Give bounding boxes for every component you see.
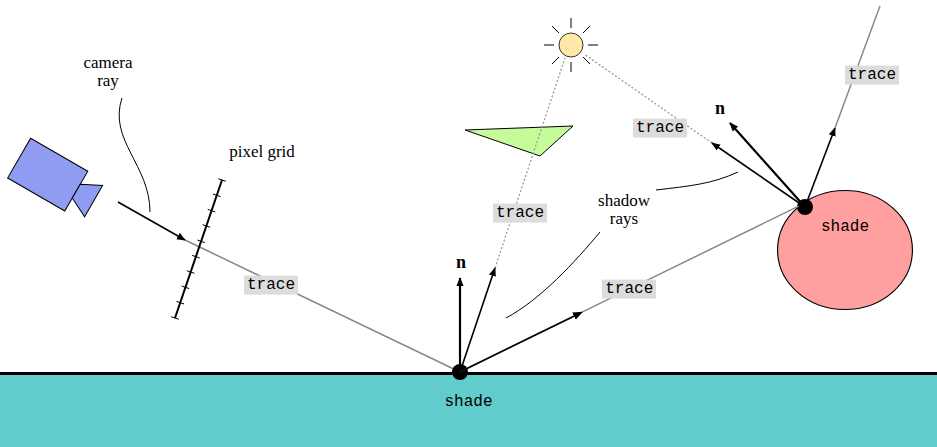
hit-point (797, 199, 813, 215)
shadow-ray-light (584, 54, 712, 143)
pixel-ticks (171, 179, 226, 320)
normal-arrow (459, 278, 461, 372)
function-label: trace (845, 66, 899, 85)
light-source (544, 18, 598, 72)
normal-label: n (456, 253, 466, 272)
ray-arrow-shaft (460, 314, 579, 372)
shadow-ray-blocked (495, 58, 565, 268)
triangle-object (465, 126, 573, 156)
callout-label: pixel grid (229, 143, 295, 161)
camera-ray (118, 202, 185, 240)
shadow-ray-arrow (712, 143, 805, 207)
normal-label: n (715, 99, 725, 118)
leader-line (506, 232, 600, 318)
ground-plane: shade (0, 372, 937, 447)
function-label: trace (602, 280, 656, 299)
camera (8, 138, 105, 221)
leader-line (119, 98, 150, 212)
primary-ray (185, 240, 460, 372)
callout-label: shadow rays (593, 192, 655, 228)
pixel-grid (175, 180, 222, 318)
callout-label: camera ray (77, 54, 139, 90)
function-label: trace (633, 119, 687, 138)
function-label: trace (493, 204, 547, 223)
reflected-ray-arrow (805, 128, 835, 207)
function-label: trace (244, 276, 298, 295)
normal-arrow (730, 123, 805, 207)
ray-connector (460, 206, 799, 372)
shadow-ray-arrow (460, 268, 495, 372)
node-label: shade (777, 218, 913, 236)
leader-line (656, 172, 738, 190)
node-label: shade (0, 393, 937, 411)
